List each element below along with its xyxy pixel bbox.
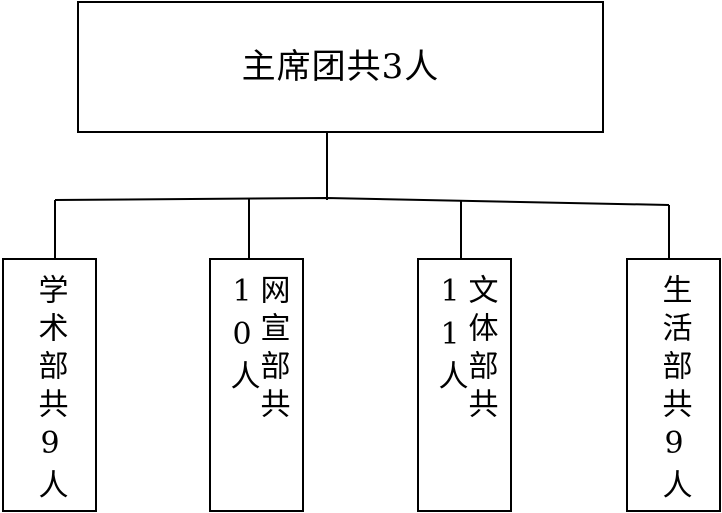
root-node-label: 主席团共3人	[241, 47, 440, 87]
dept-node-academic: 学术部共9人	[2, 258, 97, 512]
dept-node-student-life: 生活部共9人	[626, 258, 721, 512]
dept-node-label: 网宣部共10人	[224, 274, 290, 426]
horizontal-branch-line	[54, 196, 670, 206]
root-node-box: 主席团共3人	[77, 1, 604, 133]
dept-node-arts-sports: 文体部共11人	[417, 258, 512, 512]
dept-node-label: 文体部共11人	[432, 274, 498, 426]
dept-node-label: 生活部共9人	[656, 274, 692, 507]
dept-node-web-publicity: 网宣部共10人	[209, 258, 304, 512]
dept-node-label: 学术部共9人	[32, 274, 68, 507]
